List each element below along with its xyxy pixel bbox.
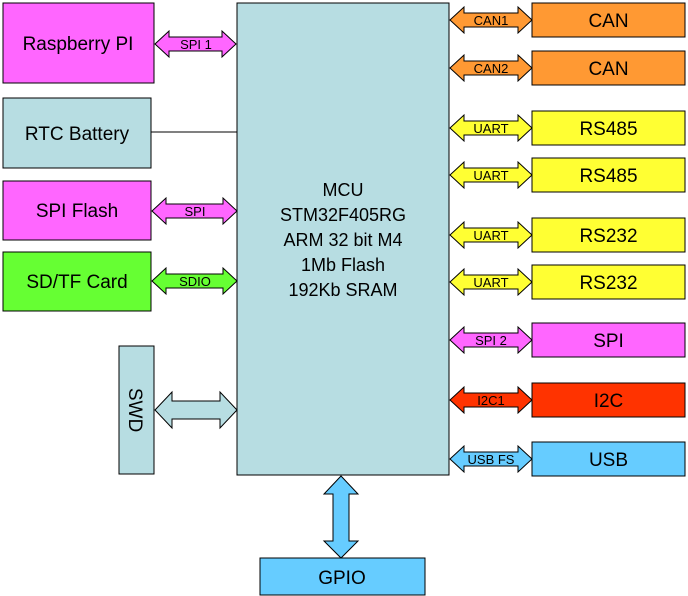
rs232-block-2 <box>531 264 686 300</box>
spi-flash-label: SPI Flash <box>36 201 118 222</box>
rs485-block-2-label: RS485 <box>579 166 637 187</box>
mcu-line-5: 192Kb SRAM <box>288 280 397 300</box>
rs485-block-1-label: RS485 <box>579 119 637 140</box>
swd-label: SWD <box>124 388 145 432</box>
mcu-line-4: 1Mb Flash <box>301 255 385 275</box>
gpio-block <box>259 557 426 596</box>
swd-block <box>118 345 155 475</box>
i2c-block <box>531 382 686 418</box>
can-block-1-label: CAN <box>588 11 628 32</box>
sdio-arrow-label: SDIO <box>179 274 211 289</box>
sd-card-label: SD/TF Card <box>26 272 127 293</box>
usb-block <box>531 441 686 477</box>
can-block-2-label: CAN <box>588 59 628 80</box>
gpio-label: GPIO <box>318 568 366 589</box>
raspberry-pi-label: Raspberry PI <box>23 34 134 55</box>
spi2-arrow-label: SPI 2 <box>475 333 507 348</box>
usb-block-label: USB <box>589 450 628 471</box>
usb-fs-arrow-label: USB FS <box>468 452 515 467</box>
rtc-battery-block <box>2 97 152 169</box>
can-block-1 <box>531 2 686 38</box>
sd-card-block <box>2 251 152 312</box>
right-connectors: CAN1 CAN CAN2 CAN UART RS485 UART RS485 … <box>449 2 686 477</box>
sdio-arrow <box>151 266 238 296</box>
spi1-arrow-label: SPI 1 <box>180 37 212 52</box>
rs485-block-2 <box>531 157 686 193</box>
spi-arrow <box>151 196 238 226</box>
spi-block <box>531 322 686 358</box>
mcu-line-1: MCU <box>323 180 364 200</box>
spi-flash-block <box>2 180 152 241</box>
uart-arrow-2-label: UART <box>473 168 508 183</box>
spi-block-label: SPI <box>593 331 624 352</box>
raspberry-pi-block <box>2 2 155 84</box>
spi-arrow-label: SPI <box>185 204 206 219</box>
swd-arrow <box>154 390 238 430</box>
can-block-2 <box>531 50 686 86</box>
uart-arrow-4-label: UART <box>473 275 508 290</box>
can1-arrow-label: CAN1 <box>474 13 509 28</box>
gpio-arrow <box>322 475 360 559</box>
rs232-block-2-label: RS232 <box>579 273 637 294</box>
rs232-block-1 <box>531 217 686 253</box>
rtc-battery-label: RTC Battery <box>25 124 130 145</box>
mcu-block <box>236 2 450 476</box>
i2c1-arrow-label: I2C1 <box>477 393 504 408</box>
uart-arrow-3-label: UART <box>473 228 508 243</box>
mcu-line-3: ARM 32 bit M4 <box>283 230 402 250</box>
rs485-block-1 <box>531 110 686 146</box>
i2c-block-label: I2C <box>594 391 624 412</box>
spi1-arrow <box>154 29 237 59</box>
uart-arrow-1-label: UART <box>473 121 508 136</box>
mcu-line-2: STM32F405RG <box>280 205 406 225</box>
can2-arrow-label: CAN2 <box>474 61 509 76</box>
rs232-block-1-label: RS232 <box>579 226 637 247</box>
